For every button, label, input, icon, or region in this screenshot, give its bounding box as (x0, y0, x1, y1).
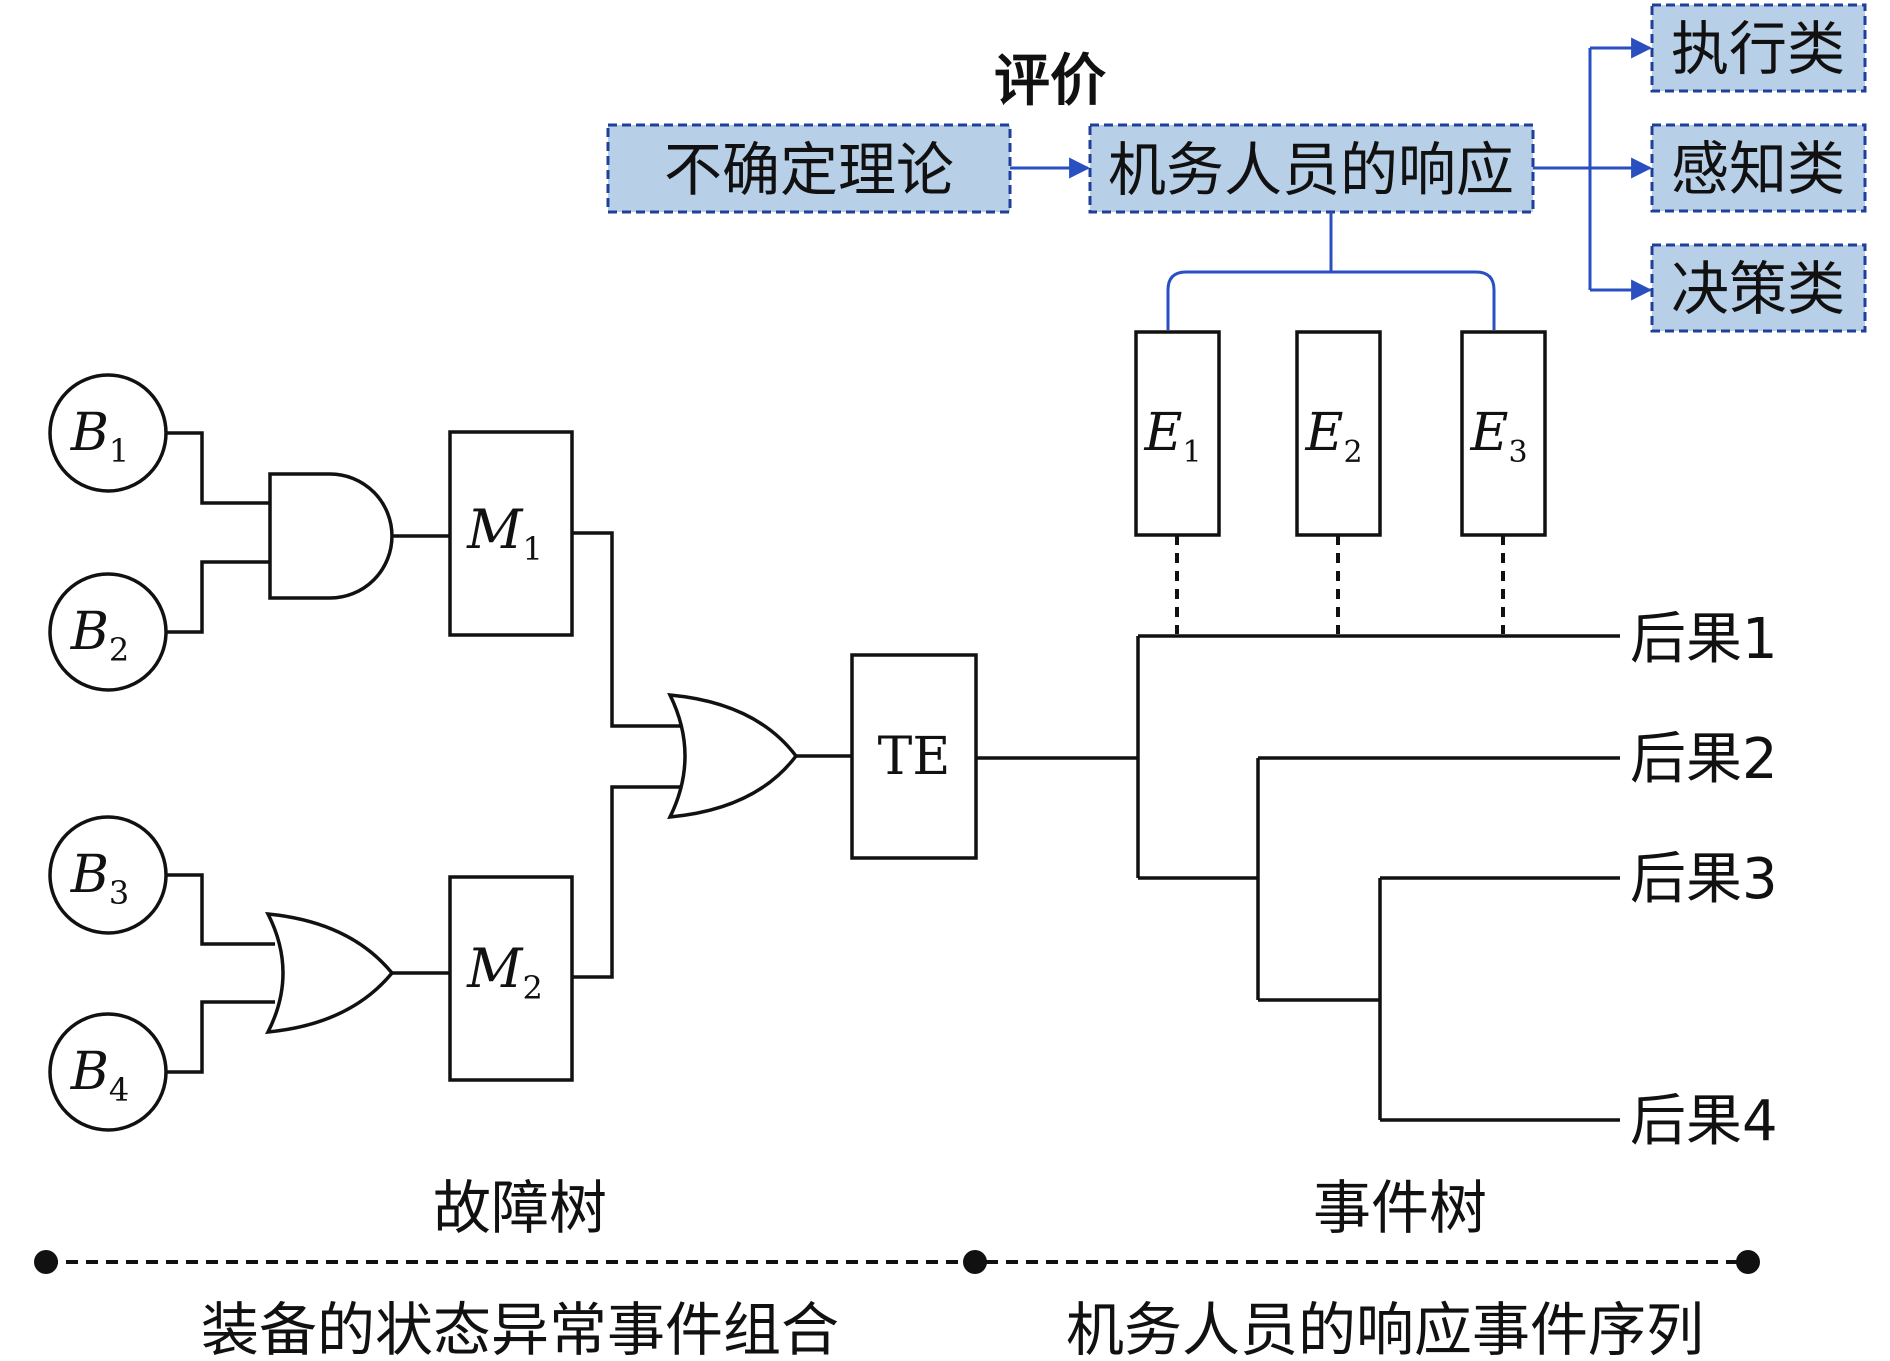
basic-event-b2: B2 (48, 572, 168, 692)
response-event-e3: E3 (1460, 330, 1547, 537)
basic-event-b4-sub: 4 (109, 1071, 129, 1109)
response-event-e1-sub: 1 (1182, 435, 1201, 470)
event-tree-branches (976, 634, 1620, 1122)
basic-event-b1: B1 (48, 373, 168, 493)
svg-text:B2: B2 (70, 602, 130, 669)
or-gate-lower (264, 911, 395, 1035)
intermediate-event-m2-sub: 2 (522, 969, 542, 1007)
uncertainty-theory-box: 不确定理论 (606, 123, 1012, 214)
timeline-divider (34, 1250, 1760, 1274)
basic-event-b2-letter: B (70, 602, 109, 662)
svg-text:E2: E2 (1304, 403, 1362, 470)
response-event-e2: E2 (1295, 330, 1382, 537)
intermediate-event-m1-sub: 1 (522, 530, 542, 568)
response-bracket (1166, 212, 1496, 330)
basic-event-b3-letter: B (70, 845, 109, 905)
category-decision-label: 决策类 (1671, 255, 1845, 323)
basic-event-b1-letter: B (70, 403, 109, 463)
category-box-decision: 决策类 (1650, 243, 1867, 333)
category-box-perception: 感知类 (1650, 123, 1867, 213)
basic-event-b3-sub: 3 (109, 874, 129, 912)
basic-event-b4: B4 (48, 1012, 168, 1132)
or-gate-upper (667, 692, 799, 820)
basic-event-b4-letter: B (70, 1042, 109, 1102)
top-event-te: TE (850, 653, 978, 860)
category-connectors (1533, 37, 1653, 301)
svg-text:E1: E1 (1143, 403, 1201, 470)
left-caption: 装备的状态异常事件组合 (201, 1296, 839, 1361)
basic-event-b3: B3 (48, 815, 168, 935)
category-perception-label: 感知类 (1671, 135, 1845, 203)
crew-response-label: 机务人员的响应 (1108, 136, 1514, 204)
category-execution-label: 执行类 (1671, 15, 1845, 83)
response-droplines (1175, 535, 1505, 634)
svg-text:M2: M2 (466, 937, 543, 1007)
response-event-e1: E1 (1134, 330, 1221, 537)
category-box-execution: 执行类 (1650, 3, 1867, 93)
intermediate-event-m2-letter: M (466, 937, 524, 1000)
wires-m1-m2 (572, 531, 682, 979)
fault-tree-label: 故障树 (433, 1174, 607, 1242)
event-tree-label: 事件树 (1313, 1174, 1487, 1242)
right-caption: 机务人员的响应事件序列 (1066, 1296, 1704, 1361)
top-event-label: TE (878, 727, 951, 787)
evaluation-label: 评价 (994, 49, 1106, 114)
intermediate-event-m1: M1 (448, 430, 574, 637)
response-event-e3-sub: 3 (1508, 435, 1527, 470)
svg-text:B3: B3 (70, 845, 130, 912)
consequence-4: 后果4 (1630, 1089, 1778, 1154)
uncertainty-theory-label: 不确定理论 (664, 136, 954, 204)
wires-b1-b2 (166, 431, 270, 634)
svg-text:E3: E3 (1469, 403, 1527, 470)
consequence-1: 后果1 (1630, 607, 1778, 672)
wires-b3-b4 (166, 873, 275, 1074)
svg-text:B4: B4 (70, 1042, 130, 1109)
svg-text:M1: M1 (466, 498, 543, 568)
basic-event-b1-sub: 1 (109, 432, 129, 470)
response-event-e1-letter: E (1143, 403, 1182, 463)
intermediate-event-m1-letter: M (466, 498, 524, 561)
response-event-e3-letter: E (1469, 403, 1508, 463)
basic-event-b2-sub: 2 (109, 631, 129, 669)
crew-response-box: 机务人员的响应 (1088, 123, 1535, 214)
response-event-e2-letter: E (1304, 403, 1343, 463)
consequence-3: 后果3 (1630, 847, 1778, 912)
svg-text:B1: B1 (70, 403, 130, 470)
intermediate-event-m2: M2 (448, 875, 574, 1082)
response-event-e2-sub: 2 (1343, 435, 1362, 470)
and-gate (268, 472, 394, 600)
consequence-2: 后果2 (1630, 727, 1778, 792)
